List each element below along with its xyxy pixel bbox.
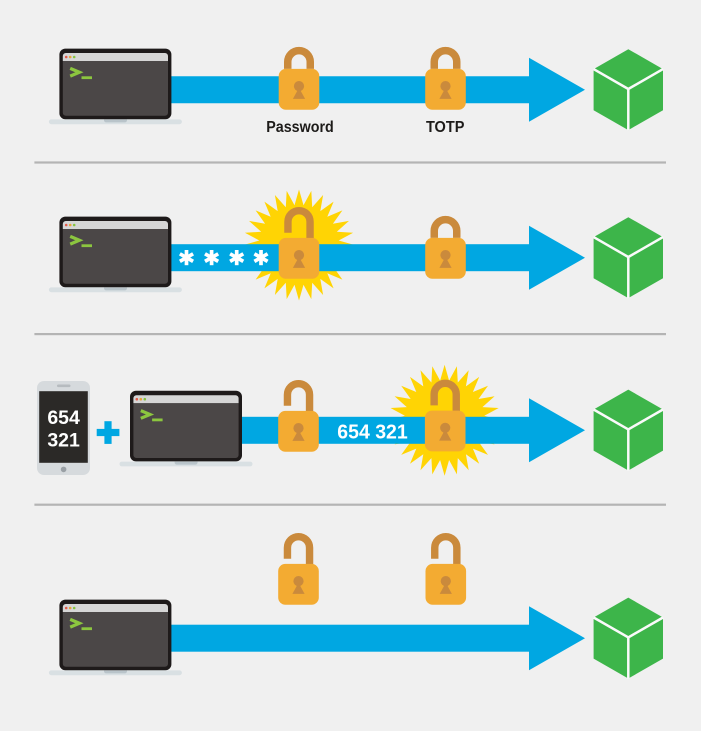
svg-text:654 321: 654 321	[337, 421, 408, 443]
svg-text:Password: Password	[266, 119, 334, 136]
svg-text:654: 654	[47, 407, 80, 429]
svg-text:TOTP: TOTP	[426, 119, 465, 136]
svg-text:321: 321	[47, 430, 80, 452]
